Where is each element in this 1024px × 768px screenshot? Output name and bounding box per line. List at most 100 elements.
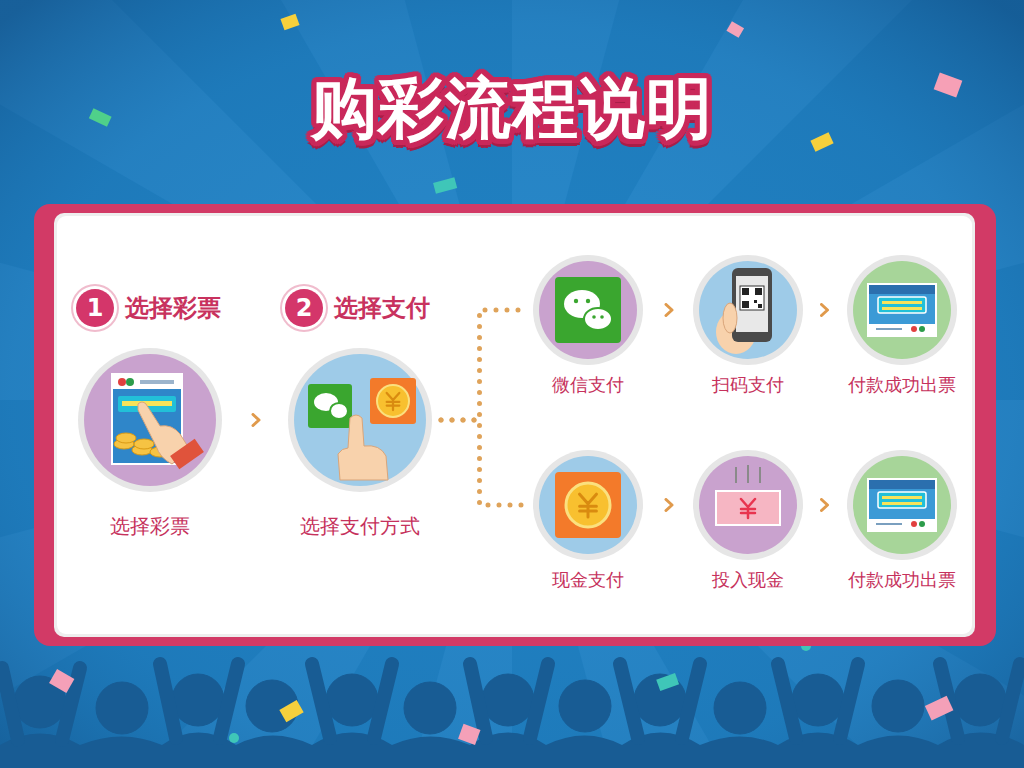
banknote — [716, 491, 780, 525]
arm — [160, 664, 176, 738]
confetti-piece — [279, 700, 303, 722]
arm — [620, 664, 638, 738]
arm — [840, 664, 858, 738]
circle-ring — [533, 255, 643, 365]
ticket-stripe — [882, 496, 922, 499]
qr-code — [740, 286, 764, 310]
panel-shadow — [54, 213, 975, 637]
panel — [34, 204, 996, 646]
yen-symbol — [387, 393, 400, 410]
ticket-stripe — [882, 301, 922, 304]
arm — [1002, 664, 1020, 738]
title-wrap: 购彩流程说明 — [0, 68, 1024, 150]
confetti-piece — [726, 21, 744, 38]
chat-bubble — [330, 403, 348, 419]
ticket-fineprint — [876, 523, 902, 525]
node-caption: 选择支付方式 — [300, 514, 420, 539]
circle-fill — [539, 456, 637, 554]
arm — [2, 668, 18, 740]
arm — [470, 664, 486, 738]
arm — [682, 664, 700, 738]
step-heading: 选择支付 — [334, 292, 430, 324]
circle-fill — [699, 261, 797, 359]
pointing-hand — [338, 415, 388, 480]
process-circle: 选择彩票 — [78, 348, 222, 539]
ticket-logo — [126, 378, 134, 386]
confetti-piece — [458, 724, 480, 745]
bubble-eye — [592, 315, 596, 319]
circle-ring — [78, 348, 222, 492]
ticket-logo — [118, 378, 126, 386]
circle-ring — [288, 348, 432, 492]
yen-symbol — [580, 494, 597, 517]
ticket-footer — [869, 324, 935, 335]
arm — [220, 664, 238, 738]
phone — [732, 268, 772, 342]
arm — [374, 664, 392, 738]
circle-outline — [533, 450, 643, 560]
bubble-eye — [574, 299, 578, 303]
node-caption: 扫码支付 — [712, 374, 784, 397]
cash-tile — [370, 378, 416, 424]
ticket-logo — [911, 521, 917, 527]
head — [954, 674, 1006, 726]
circle-ring — [693, 255, 803, 365]
confetti-piece — [433, 177, 457, 193]
circle-outline — [288, 348, 432, 492]
ticket-footer — [869, 519, 935, 530]
confetti-piece — [810, 132, 833, 151]
coin — [134, 439, 154, 449]
label-wrap: 1 — [76, 289, 114, 327]
circle-ring — [533, 450, 643, 560]
wechat-tile — [308, 384, 352, 428]
head — [792, 674, 844, 726]
step-icon — [868, 479, 936, 531]
process-circle: 投入现金 — [693, 450, 803, 592]
head — [326, 674, 378, 726]
arrow-connector — [643, 310, 693, 311]
step-icon — [112, 374, 204, 469]
raised-arms — [2, 664, 1020, 740]
step-icon — [716, 465, 780, 525]
confetti-dot — [229, 733, 239, 743]
process-circle: 选择支付方式 — [288, 348, 432, 539]
node-caption: 投入现金 — [712, 569, 784, 592]
node-caption: 选择彩票 — [110, 514, 190, 539]
ticket-header — [113, 375, 181, 389]
head — [559, 680, 611, 732]
node-caption: 付款成功出票 — [848, 374, 956, 397]
bubble-eye — [586, 299, 590, 303]
step-icon — [308, 378, 416, 480]
ticket-band — [869, 480, 935, 489]
head — [872, 680, 924, 732]
motion-line — [735, 467, 737, 483]
circle-outline — [847, 450, 957, 560]
step-icon — [716, 268, 772, 354]
bubble-eye — [600, 315, 604, 319]
arrow-connector — [643, 505, 693, 506]
confetti-piece — [280, 14, 299, 31]
motion-line — [759, 467, 761, 483]
circle-fill — [539, 261, 637, 359]
dotted-connector — [432, 310, 527, 420]
ticket-logo — [919, 326, 925, 332]
head — [482, 674, 534, 726]
node-caption: 微信支付 — [552, 374, 624, 397]
cash-tile — [555, 472, 621, 538]
node-caption: 现金支付 — [552, 569, 624, 592]
coin — [116, 433, 136, 443]
wechat-tile — [555, 277, 621, 343]
head — [172, 674, 224, 726]
step-number: 1 — [76, 289, 114, 327]
ticket-card — [868, 479, 936, 531]
sleeve — [170, 439, 204, 469]
coin — [566, 483, 610, 527]
circle-outline — [78, 348, 222, 492]
process-circle: 扫码支付 — [693, 255, 803, 397]
step-icon — [555, 277, 621, 343]
ticket-banner — [878, 297, 926, 313]
arm — [530, 664, 548, 738]
panel-border — [34, 204, 996, 646]
